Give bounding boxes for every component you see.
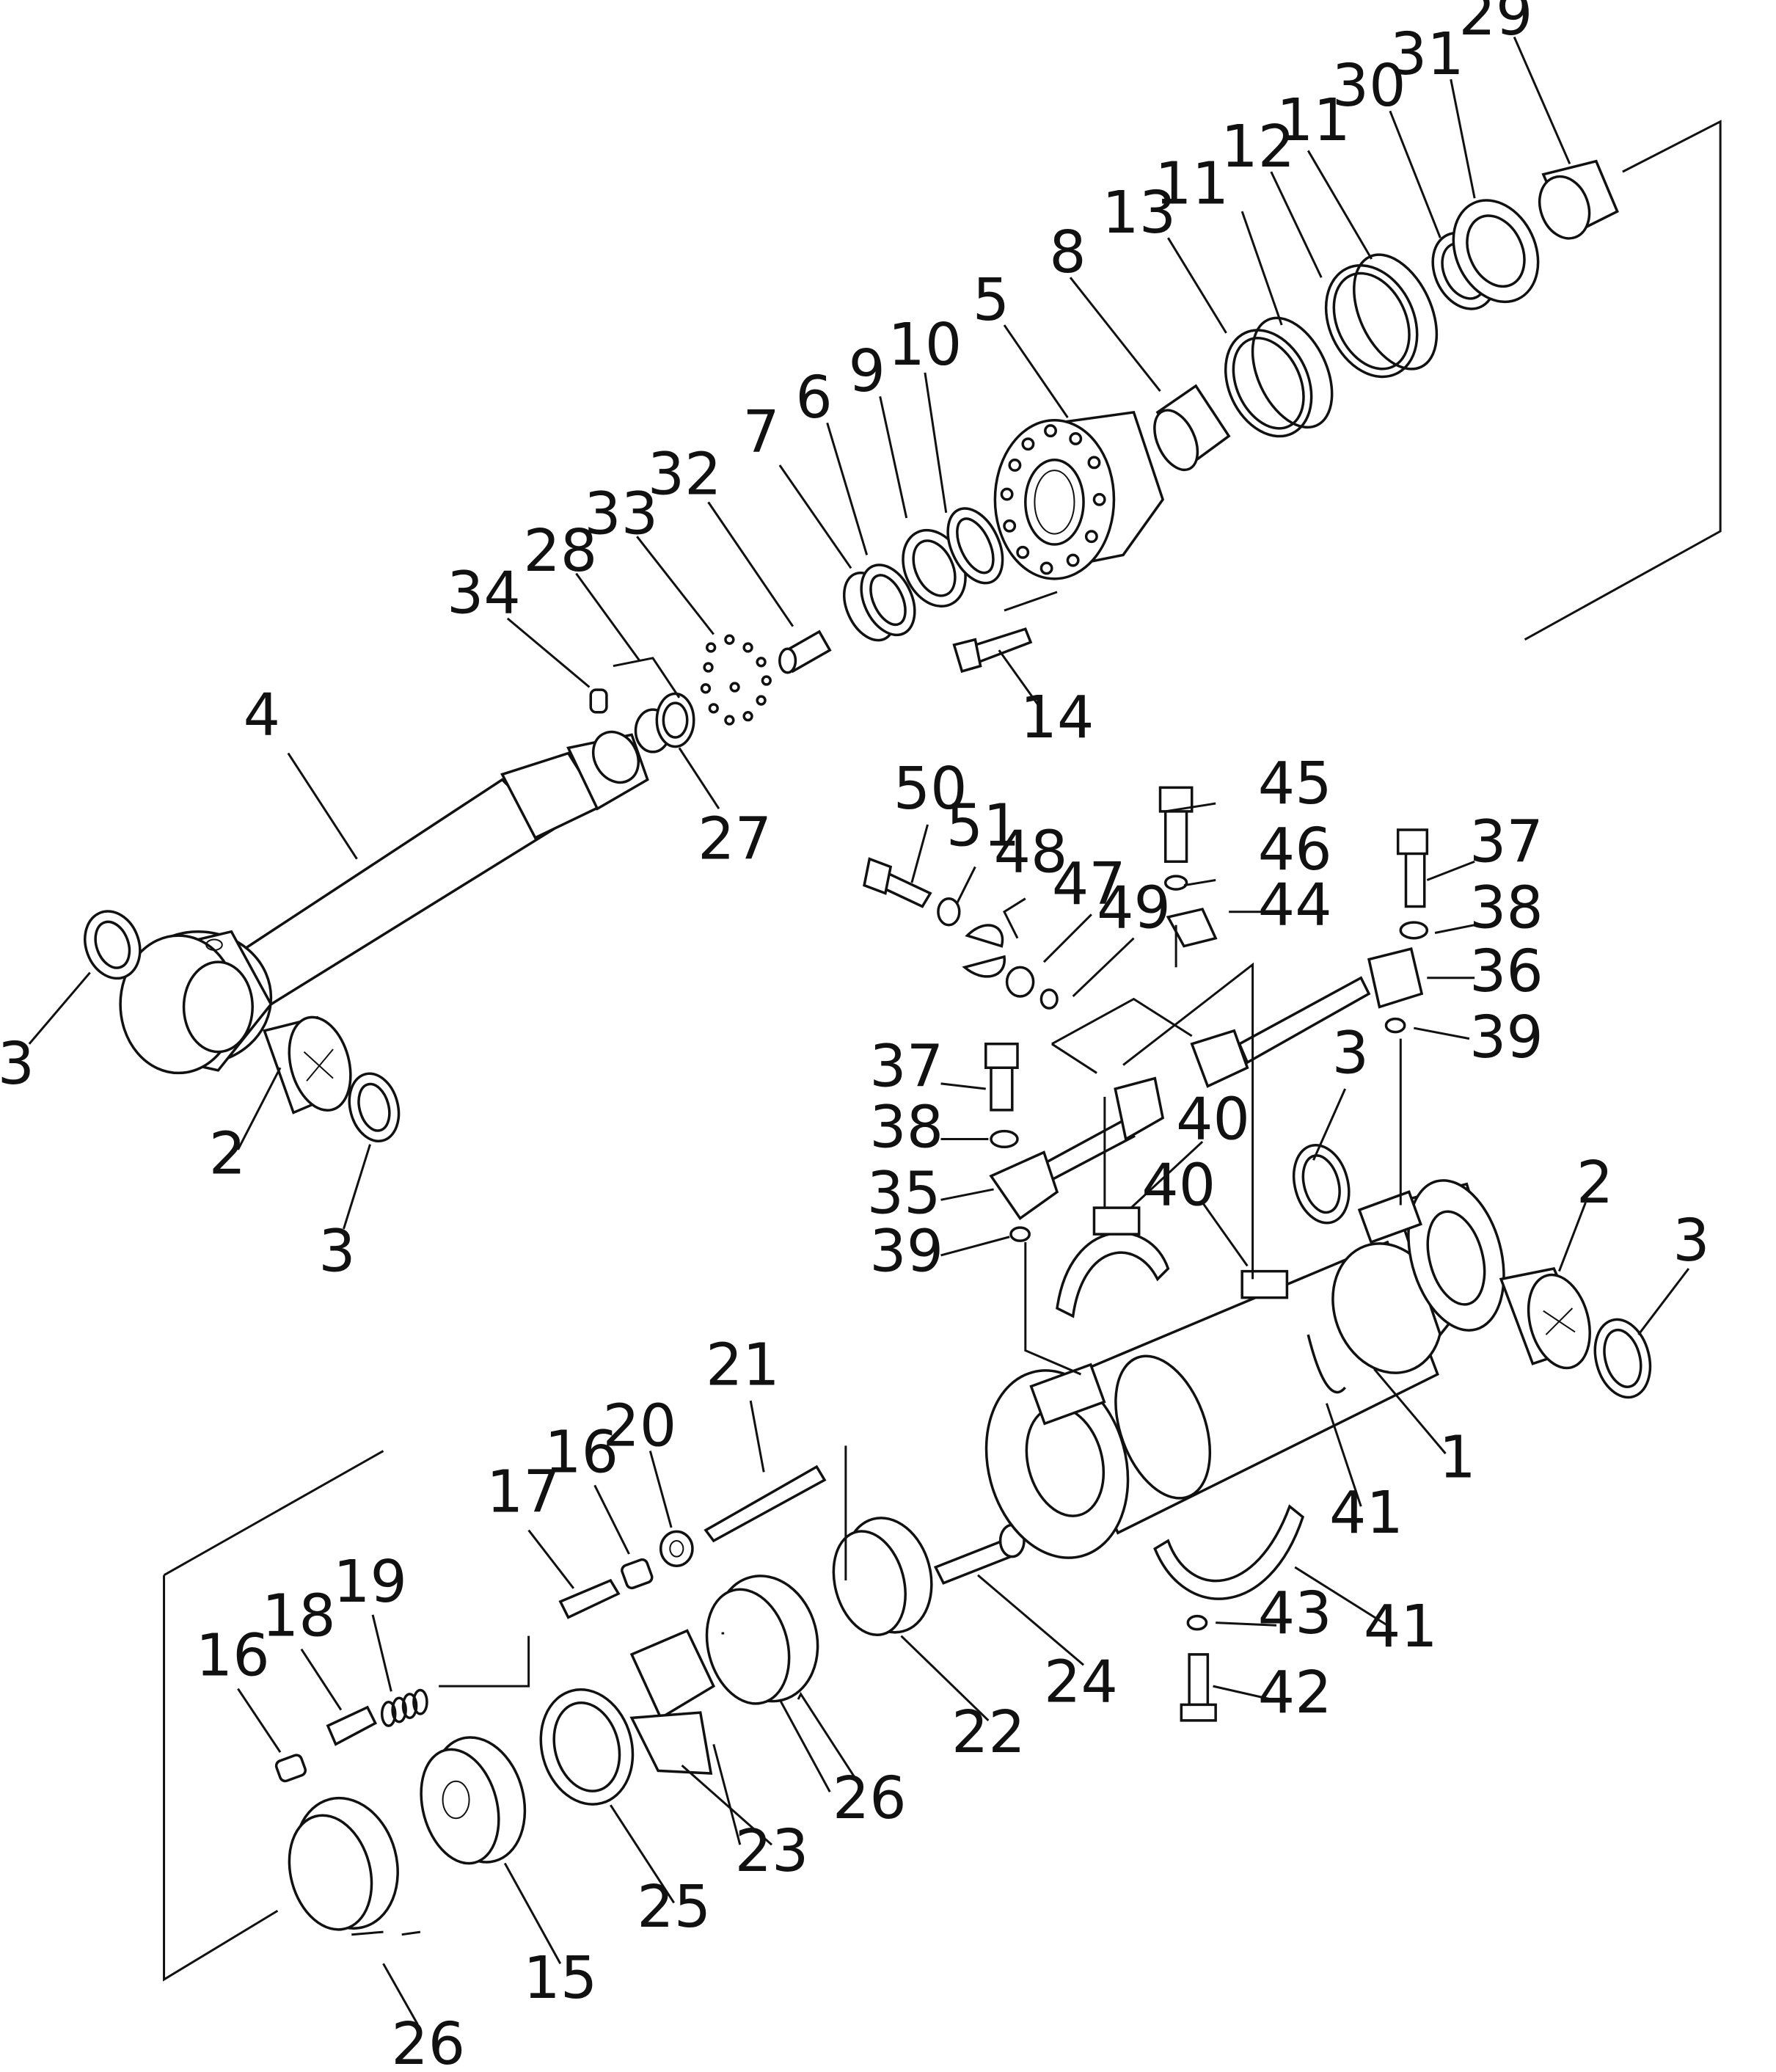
label-49: 49 bbox=[1097, 873, 1171, 941]
label-10: 10 bbox=[888, 310, 962, 379]
label-32: 32 bbox=[648, 440, 722, 508]
label-25: 25 bbox=[637, 1872, 711, 1941]
label-50: 50 bbox=[894, 754, 968, 822]
label-7: 7 bbox=[742, 398, 779, 466]
label-16: 16 bbox=[544, 1418, 618, 1486]
label-37: 37 bbox=[869, 1032, 943, 1100]
label-22: 22 bbox=[951, 1698, 1026, 1766]
label-9: 9 bbox=[848, 337, 885, 405]
label-11: 11 bbox=[1155, 149, 1229, 217]
label-44: 44 bbox=[1258, 871, 1332, 939]
label-47: 47 bbox=[1052, 850, 1126, 918]
label-43: 43 bbox=[1258, 1579, 1332, 1647]
label-8: 8 bbox=[1049, 218, 1086, 286]
label-38: 38 bbox=[869, 1092, 943, 1161]
label-26: 26 bbox=[391, 2010, 465, 2072]
callout-leaders bbox=[29, 37, 1689, 2024]
label-19: 19 bbox=[333, 1547, 407, 1616]
label-5: 5 bbox=[973, 266, 1009, 334]
piping-assembly bbox=[439, 787, 1427, 1686]
label-4: 4 bbox=[244, 680, 280, 748]
label-23: 23 bbox=[735, 1817, 809, 1885]
head-rings bbox=[1146, 241, 1453, 476]
label-3: 3 bbox=[0, 1029, 34, 1098]
cylinder-head bbox=[995, 412, 1163, 579]
label-39: 39 bbox=[869, 1217, 943, 1285]
piston-assembly bbox=[164, 1445, 1024, 1980]
rod-end-parts bbox=[76, 903, 406, 1146]
label-39: 39 bbox=[1469, 1003, 1543, 1071]
label-29: 29 bbox=[1459, 0, 1533, 48]
label-41: 41 bbox=[1364, 1592, 1438, 1660]
label-2: 2 bbox=[1576, 1148, 1613, 1216]
label-14: 14 bbox=[1020, 683, 1095, 751]
label-20: 20 bbox=[602, 1391, 676, 1459]
label-13: 13 bbox=[1102, 178, 1176, 247]
label-16: 16 bbox=[196, 1622, 270, 1690]
label-6: 6 bbox=[795, 363, 832, 431]
rod-small-parts bbox=[591, 632, 830, 752]
cylinder-tube-assembly bbox=[966, 1139, 1659, 1721]
label-33: 33 bbox=[584, 480, 658, 548]
label-51: 51 bbox=[946, 792, 1020, 860]
label-17: 17 bbox=[486, 1457, 560, 1525]
label-42: 42 bbox=[1258, 1658, 1332, 1726]
label-3: 3 bbox=[318, 1217, 355, 1285]
label-35: 35 bbox=[867, 1159, 941, 1227]
label-40: 40 bbox=[1141, 1151, 1216, 1219]
label-48: 48 bbox=[994, 818, 1068, 886]
label-46: 46 bbox=[1258, 815, 1332, 883]
label-45: 45 bbox=[1258, 749, 1332, 817]
label-12: 12 bbox=[1221, 112, 1295, 180]
bolt-14 bbox=[954, 629, 1031, 671]
label-3: 3 bbox=[1673, 1206, 1709, 1274]
balls-33 bbox=[702, 635, 771, 724]
label-18: 18 bbox=[262, 1582, 336, 1650]
label-36: 36 bbox=[1469, 937, 1543, 1005]
label-31: 31 bbox=[1390, 20, 1464, 88]
label-40: 40 bbox=[1176, 1084, 1250, 1153]
label-34: 34 bbox=[447, 559, 521, 627]
dust-seal-parts bbox=[1421, 161, 1618, 319]
label-24: 24 bbox=[1044, 1648, 1118, 1716]
label-28: 28 bbox=[523, 517, 597, 585]
rod-assembly bbox=[76, 122, 1720, 1147]
label-11: 11 bbox=[1276, 86, 1351, 154]
label-2: 2 bbox=[209, 1119, 246, 1187]
label-30: 30 bbox=[1332, 51, 1406, 120]
seal-rings bbox=[834, 500, 1014, 649]
label-38: 38 bbox=[1469, 873, 1543, 941]
label-21: 21 bbox=[706, 1330, 780, 1398]
label-26: 26 bbox=[833, 1764, 907, 1832]
label-3: 3 bbox=[1332, 1018, 1369, 1087]
piston-rod bbox=[120, 723, 648, 1073]
callout-labels: 1 2 2 3 3 3 3 4 5 6 7 8 9 10 11 11 12 13… bbox=[0, 0, 1710, 2072]
label-41: 41 bbox=[1329, 1478, 1403, 1547]
label-37: 37 bbox=[1469, 807, 1543, 875]
label-15: 15 bbox=[523, 1944, 597, 2012]
label-27: 27 bbox=[698, 805, 772, 873]
label-1: 1 bbox=[1439, 1423, 1476, 1492]
